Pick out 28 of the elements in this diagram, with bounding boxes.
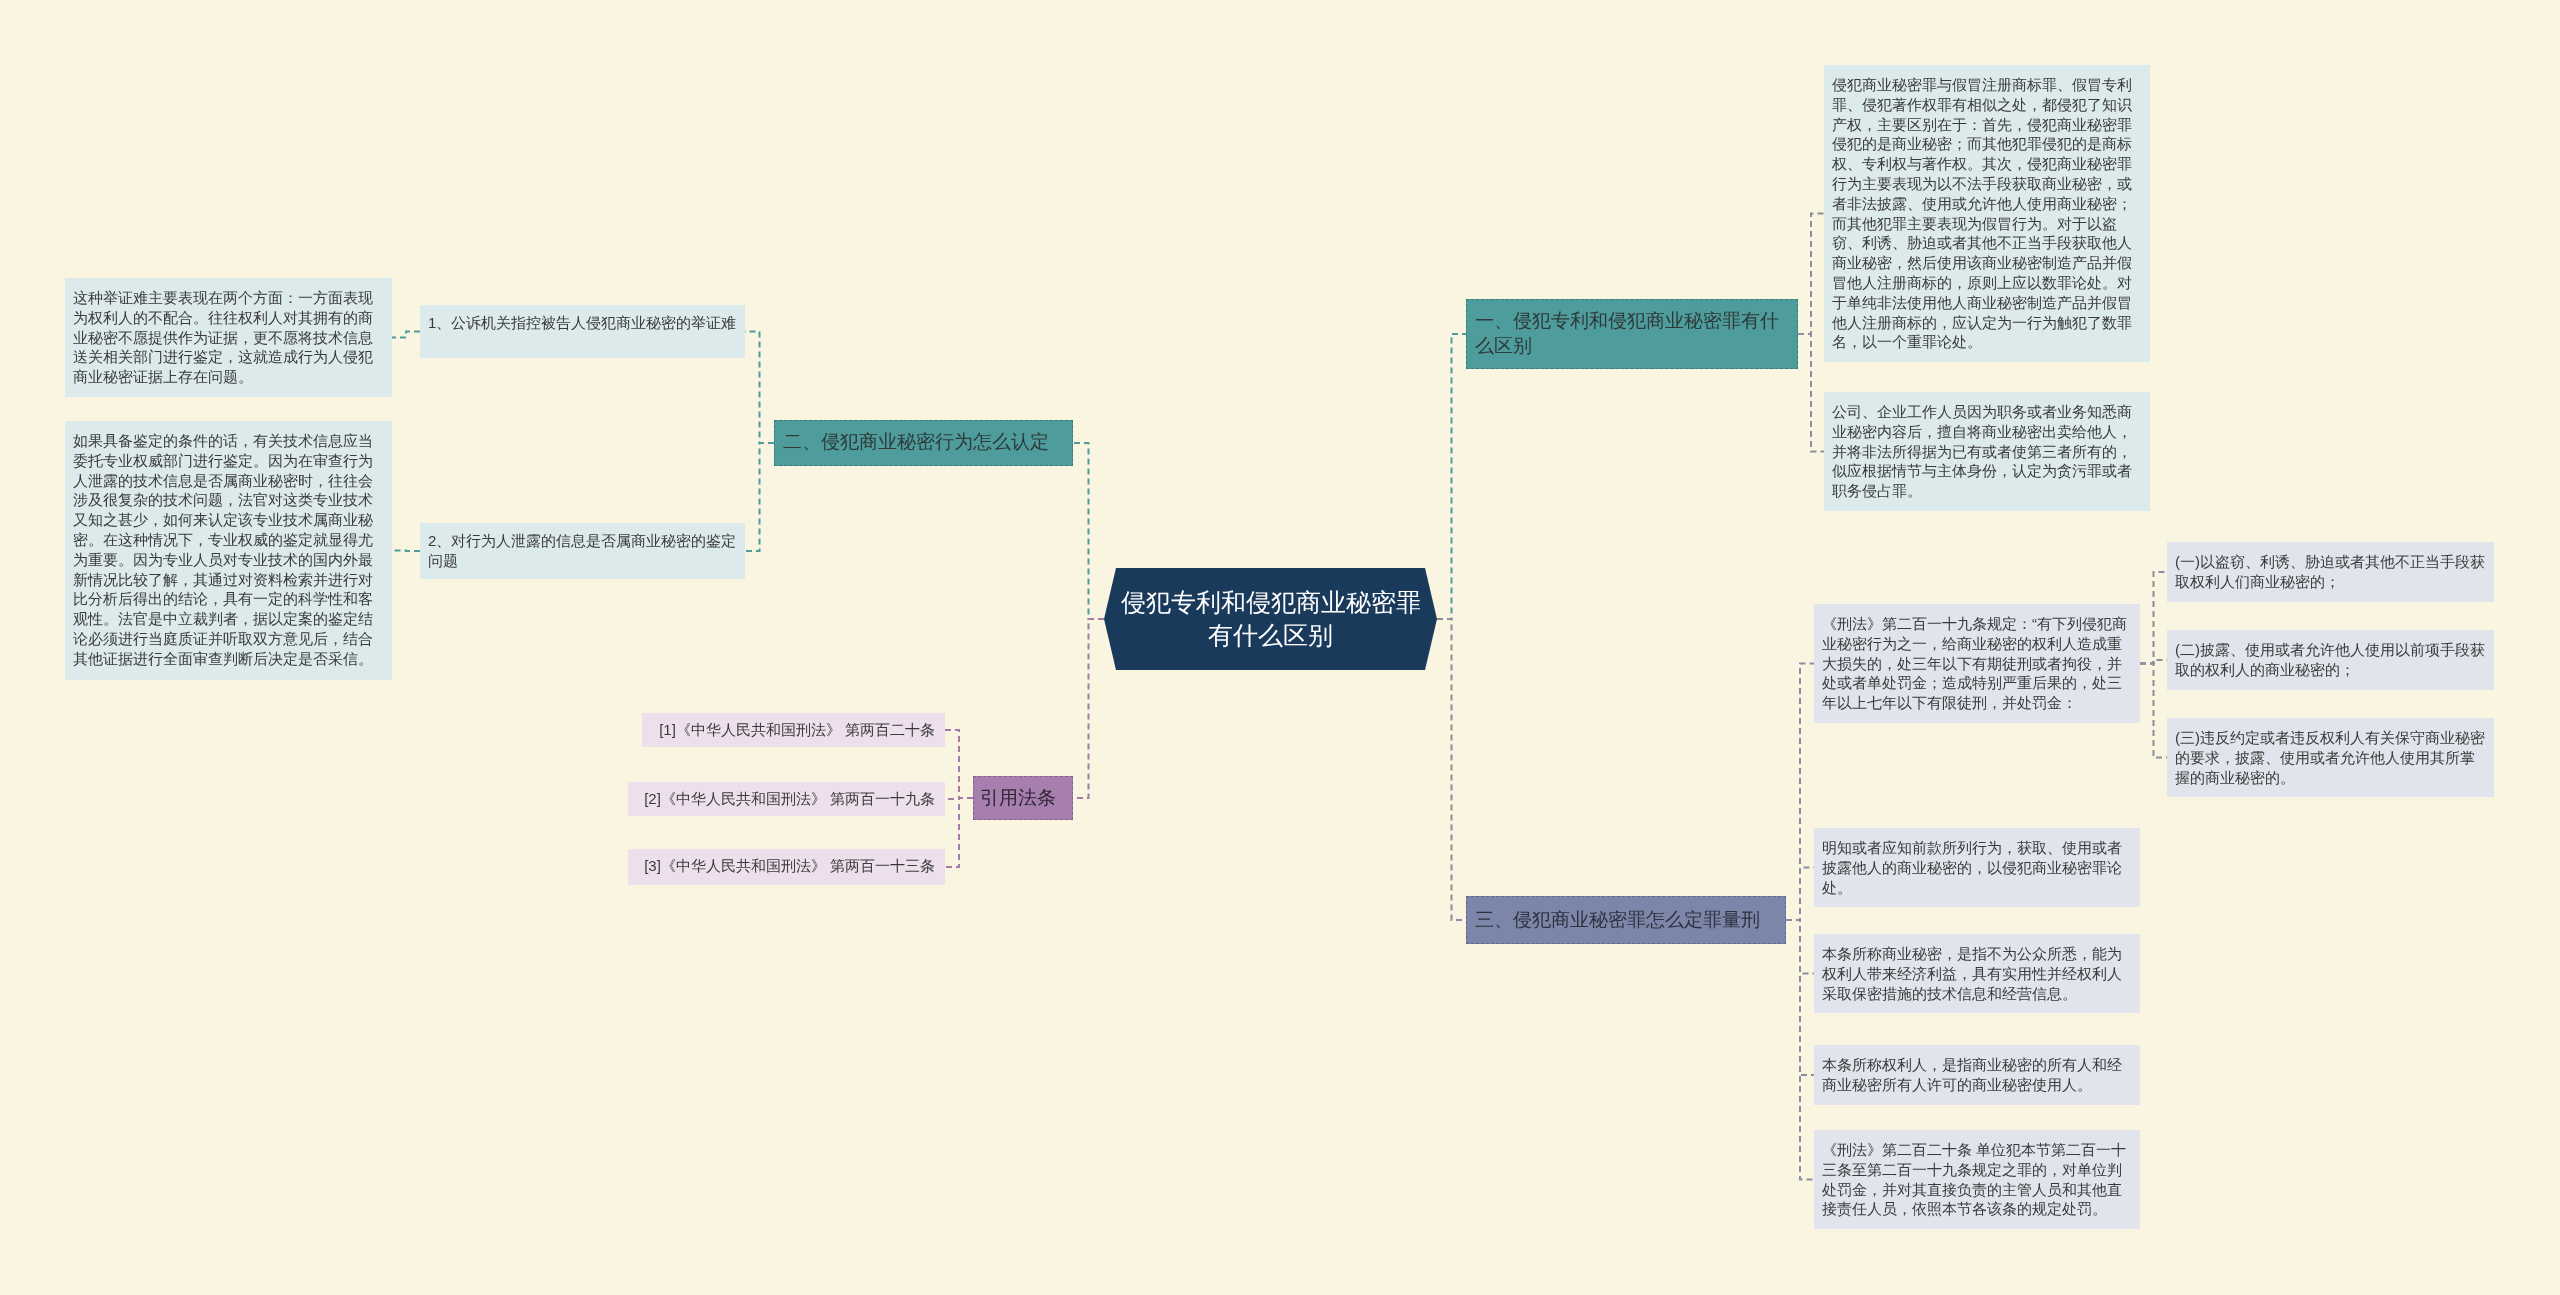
branch-topic: 三、侵犯商业秘密罪怎么定罪量刑: [1466, 896, 1786, 944]
connector-line: [1785, 919, 1815, 1181]
text-box: 如果具备鉴定的条件的话，有关技术信息应当委托专业权威部门进行鉴定。因为在审查行为人泄露的技术信息是否属商业秘密时，往往会涉及很复杂的技术问题，法官对这类专业技术又知之甚少，如何来认定该专业技术属商业秘密。在这种情况下，专业权威的鉴定就显得尤为重要。因为专业人员对专业技术的国内外最新情况比较了解，其通过对资料检索并进行对比分析后得出的结论，具有一定的科学性和客观性。法官是中立裁判者，据以定案的鉴定结论必须进行当庭质证并听取双方意见后，结合其他证据进行全面审查判断后决定是否采信。: [65, 421, 392, 680]
citation-box: [2]《中华人民共和国刑法》 第两百一十九条: [628, 782, 945, 816]
subtopic-box: 1、公诉机关指控被告人侵犯商业秘密的举证难: [420, 305, 745, 358]
text-box: 《刑法》第二百一十九条规定：“有下列侵犯商业秘密行为之一，给商业秘密的权利人造成重大损失的，处三年以下有期徒刑或者拘役，并处或者单处罚金；造成特别严重后果的，处三年以上七年以下有限徒刑，并处罚金：: [1814, 604, 2140, 723]
connector-line: [391, 330, 421, 339]
branch-topic: 一、侵犯专利和侵犯商业秘密罪有什么区别: [1466, 299, 1798, 369]
text-box: 明知或者应知前款所列行为，获取、使用或者披露他人的商业秘密的，以侵犯商业秘密罪论处。: [1814, 828, 2140, 908]
text-box: 本条所称权利人，是指商业秘密的所有人和经商业秘密所有人许可的商业秘密使用人。: [1814, 1045, 2140, 1105]
connector-line: [944, 797, 974, 868]
text-box: (二)披露、使用或者允许他人使用以前项手段获取的权利人的商业秘密的；: [2167, 630, 2494, 690]
branch-topic: 引用法条: [973, 776, 1073, 820]
text-box: 侵犯商业秘密罪与假冒注册商标罪、假冒专利罪、侵犯著作权罪有相似之处，都侵犯了知识产权，主要区别在于：首先，侵犯商业秘密罪侵犯的是商业秘密；而其他犯罪侵犯的是商标权、专利权与著作权。其次，侵犯商业秘密罪行为主要表现为以不法手段获取商业秘密，或者非法披露、使用或允许他人使用商业秘密；而其他犯罪主要表现为假冒行为。对于以盗窃、利诱、胁迫或者其他不正当手段获取他人商业秘密，然后使用该商业秘密制造产品并假冒他人注册商标的，原则上应以数罪论处。对于单纯非法使用他人商业秘密制造产品并假冒他人注册商标的，应认定为一行为触犯了数罪名，以一个重罪论处。: [1824, 65, 2150, 363]
text-box: 本条所称商业秘密，是指不为公众所悉，能为权利人带来经济利益，具有实用性并经权利人采取保密措施的技术信息和经营信息。: [1814, 934, 2140, 1014]
branch-topic: 二、侵犯商业秘密行为怎么认定: [774, 420, 1073, 466]
connector-line: [744, 442, 775, 552]
subtopic-box: 2、对行为人泄露的信息是否属商业秘密的鉴定问题: [420, 523, 745, 579]
text-box: 《刑法》第二百二十条 单位犯本节第二百一十三条至第二百一十九条规定之罪的，对单位判处罚金，并对其直接负责的主管人员和其他直接责任人员，依照本节各该条的规定处罚。: [1814, 1130, 2140, 1230]
text-box: 这种举证难主要表现在两个方面：一方面表现为权利人的不配合。往往权利人对其拥有的商业秘密不愿提供作为证据，更不愿将技术信息送关相关部门进行鉴定，这就造成行为人侵犯商业秘密证据上存在问题。: [65, 278, 392, 397]
citation-box: [1]《中华人民共和国刑法》 第两百二十条: [642, 713, 945, 747]
text-box: (一)以盗窃、利诱、胁迫或者其他不正当手段获取权利人们商业秘密的；: [2167, 542, 2494, 602]
central-topic: 侵犯专利和侵犯商业秘密罪有什么区别: [1104, 568, 1437, 670]
connector-line: [1797, 333, 1825, 453]
text-box: 公司、企业工作人员因为职务或者业务知悉商业秘密内容后，擅自将商业秘密出卖给他人，并将非法所得据为已有或者使第三者所有的，似应根据情节与主体身份，认定为贪污罪或者职务侵占罪。: [1824, 392, 2150, 511]
text-box: (三)违反约定或者违反权利人有关保守商业秘密的要求，披露、使用或者允许他人使用其所掌握的商业秘密的。: [2167, 718, 2494, 798]
connector-line: [2139, 662, 2168, 759]
citation-box: [3]《中华人民共和国刑法》 第两百一十三条: [628, 849, 945, 885]
